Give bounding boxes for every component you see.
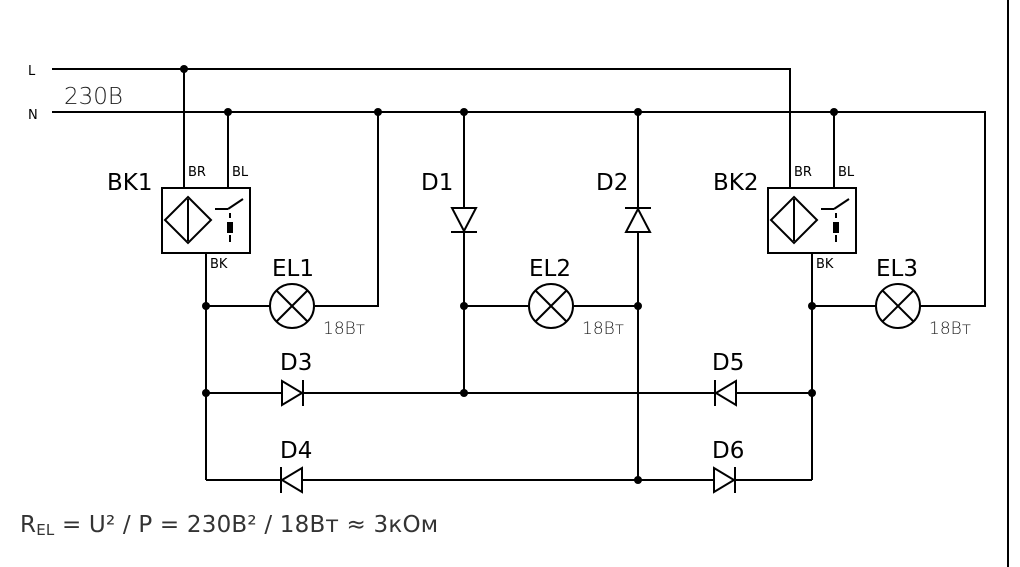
el2-label: EL2 [529,256,571,282]
voltage-label: 230В [64,84,123,110]
diode-icon [714,379,737,407]
d1-label: D1 [421,170,453,196]
d5-label: D5 [712,350,744,376]
bk1-pin-bk: BK [210,257,228,272]
bk2-pin-bl: BL [838,165,855,180]
bk1-pin-bl: BL [232,165,249,180]
diode-d6: D6 [712,438,744,494]
el3-power: 18Вт [929,319,971,339]
diode-d1: D1 [421,170,478,234]
rail-n-label: N [28,108,38,123]
proximity-sensor-icon [769,195,850,245]
bk2-pin-bk: BK [816,257,834,272]
sensor-bk2: BR BL BK BK2 [713,165,857,272]
d2-label: D2 [596,170,628,196]
diode-icon [713,466,736,494]
formula-r: R [20,512,37,538]
d4-label: D4 [280,438,312,464]
el2-power: 18Вт [582,319,624,339]
bk2-pin-br: BR [794,165,812,180]
bk1-label: BK1 [107,170,153,196]
diode-icon [281,379,304,407]
wiring [52,68,986,481]
proximity-sensor-icon [163,195,244,245]
el1-label: EL1 [272,256,314,282]
diode-icon [450,207,478,234]
formula-expression: = U² / P = 230В² / 18Вт ≈ 3кОм [54,512,439,538]
d3-label: D3 [280,350,312,376]
lamp-el1: EL1 18Вт [269,256,365,339]
bk1-pin-br: BR [188,165,206,180]
diode-d5: D5 [712,350,744,407]
resistance-formula: REL = U² / P = 230В² / 18Вт ≈ 3кОм [20,512,438,539]
bk2-label: BK2 [713,170,759,196]
diode-icon [280,466,303,494]
lamp-el3: EL3 18Вт [875,256,971,339]
rail-l-label: L [28,64,36,79]
el1-power: 18Вт [323,319,365,339]
junction-dots [180,65,838,484]
formula-subscript: EL [36,521,55,539]
el3-label: EL3 [876,256,918,282]
diode-d2: D2 [596,170,652,233]
diode-d3: D3 [280,350,312,407]
d6-label: D6 [712,438,744,464]
diode-d4: D4 [280,438,312,494]
diode-icon [624,206,652,233]
lamp-el2: EL2 18Вт [528,256,624,339]
sensor-bk1: BR BL BK BK1 [107,165,251,272]
